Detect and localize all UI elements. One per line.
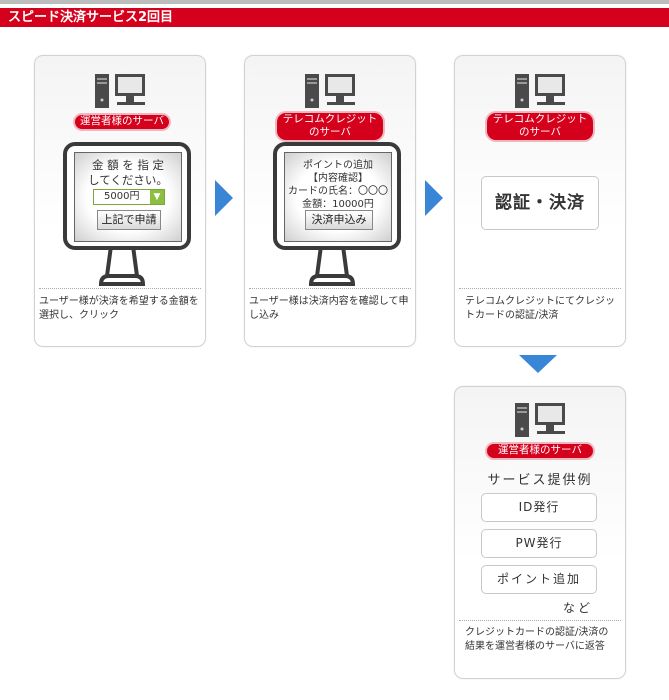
monitor-frame: ポイントの追加 【内容確認】 カードの氏名：〇〇〇 金額：10000円 決済申込… <box>273 142 401 250</box>
service-item-label: ポイント追加 <box>496 572 581 586</box>
server-label-line-1: テレコムクレジット <box>492 113 588 125</box>
separator <box>459 288 621 289</box>
etc-label: など <box>563 601 594 615</box>
step-description: テレコムクレジットにてクレジッ トカードの認証/決済 <box>465 295 621 323</box>
desc-line-1: クレジットカードの認証/決済の <box>465 627 609 638</box>
step-card-4: 運営者様のサーバ サービス提供例 ID発行 PW発行 ポイント追加 など クレジ… <box>454 386 626 679</box>
step-card-1: 運営者様のサーバ 金 額 を 指 定 してください。 5000円 ▼ 上記で申請… <box>34 55 206 347</box>
service-heading: サービス提供例 <box>487 473 593 488</box>
server-computer-icon <box>95 74 145 108</box>
service-item: ポイント追加 <box>481 565 597 594</box>
auth-payment-box: 認証・決済 <box>481 176 599 230</box>
service-item-label: PW発行 <box>515 536 563 550</box>
separator <box>39 288 201 289</box>
server-computer-icon <box>305 74 355 108</box>
step-description: ユーザー様は決済内容を確認して申 し込み <box>249 295 411 323</box>
separator <box>249 288 411 289</box>
desc-line-2: トカードの認証/決済 <box>465 310 559 321</box>
dropdown-chevron-icon[interactable]: ▼ <box>150 190 164 204</box>
server-label-line-2: のサーバ <box>519 126 561 138</box>
step-card-2: テレコムクレジット のサーバ ポイントの追加 【内容確認】 カードの氏名：〇〇〇… <box>244 55 416 347</box>
section-header: スピード決済サービス2回目 <box>0 8 669 27</box>
desc-line-1: ユーザー様は決済内容を確認して申 <box>249 296 409 307</box>
monitor-screen: 金 額 を 指 定 してください。 5000円 ▼ 上記で申請 <box>74 152 182 242</box>
service-item: ID発行 <box>481 493 597 522</box>
top-rule <box>0 0 669 4</box>
screen-line-2: してください。 <box>88 173 168 187</box>
server-label: 運営者様のサーバ <box>485 442 595 460</box>
server-label: テレコムクレジット のサーバ <box>485 111 595 142</box>
apply-button[interactable]: 上記で申請 <box>97 210 161 230</box>
server-computer-icon <box>515 403 565 437</box>
submit-payment-button[interactable]: 決済申込み <box>305 210 373 230</box>
screen-line-3: カードの氏名：〇〇〇 <box>288 186 388 197</box>
amount-select-value: 5000円 <box>104 191 140 202</box>
server-label-line-2: のサーバ <box>309 126 351 138</box>
desc-line-1: ユーザー様が決済を希望する金額を <box>39 296 199 307</box>
server-label: 運営者様のサーバ <box>73 113 171 131</box>
service-item-label: ID発行 <box>518 500 560 514</box>
arrow-right-icon <box>425 180 443 216</box>
desc-line-1: テレコムクレジットにてクレジッ <box>465 296 615 307</box>
monitor-screen: ポイントの追加 【内容確認】 カードの氏名：〇〇〇 金額：10000円 決済申込… <box>284 152 392 242</box>
separator <box>459 620 621 621</box>
desc-line-2: 選択し、クリック <box>39 310 119 321</box>
monitor-frame: 金 額 を 指 定 してください。 5000円 ▼ 上記で申請 <box>63 142 191 250</box>
arrow-down-icon <box>519 355 557 373</box>
monitor-stand <box>98 246 146 286</box>
screen-line-2: 【内容確認】 <box>308 173 368 184</box>
server-label-line-1: テレコムクレジット <box>282 113 378 125</box>
server-computer-icon <box>515 74 565 108</box>
server-label-text: 運営者様のサーバ <box>498 444 582 456</box>
step-card-3: テレコムクレジット のサーバ 認証・決済 テレコムクレジットにてクレジッ トカー… <box>454 55 626 347</box>
desc-line-2: し込み <box>249 310 279 321</box>
arrow-right-icon <box>215 180 233 216</box>
screen-line-1: ポイントの追加 <box>303 160 373 171</box>
server-label-text: 運営者様のサーバ <box>80 115 164 127</box>
service-item: PW発行 <box>481 529 597 558</box>
auth-payment-label: 認証・決済 <box>495 193 585 213</box>
section-title: スピード決済サービス2回目 <box>8 10 174 25</box>
step-description: クレジットカードの認証/決済の 結果を運営者様のサーバに返答 <box>465 626 621 654</box>
screen-line-1: 金 額 を 指 定 <box>91 158 165 172</box>
amount-select[interactable]: 5000円 ▼ <box>93 189 165 205</box>
desc-line-2: 結果を運営者様のサーバに返答 <box>465 641 605 652</box>
step-description: ユーザー様が決済を希望する金額を 選択し、クリック <box>39 295 201 323</box>
screen-line-4: 金額：10000円 <box>302 199 374 210</box>
monitor-stand <box>308 246 356 286</box>
server-label: テレコムクレジット のサーバ <box>275 111 385 142</box>
